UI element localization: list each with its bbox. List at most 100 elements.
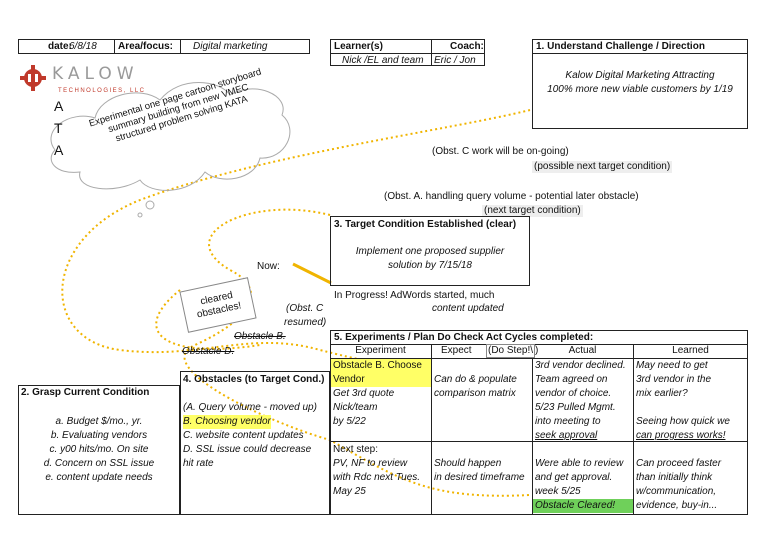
- obstacle-d-struck: Obstacle D.: [182, 346, 235, 357]
- target-title: 3. Target Condition Established (clear): [334, 219, 517, 230]
- dotted-path-cleared: [155, 289, 261, 350]
- divider: [180, 39, 181, 54]
- actual-cell: Team agreed on: [535, 374, 608, 385]
- obstacle-item-highlight: B. Choosing vendor: [183, 415, 271, 429]
- grasp-item: d. Concern on SSL issue: [43, 458, 155, 469]
- exp-cell: Obstacle B. Choose: [333, 360, 422, 371]
- exp-cell: PV, NF to review: [333, 458, 408, 469]
- expect-cell: Can do & populate: [434, 374, 517, 385]
- grasp-box: [18, 385, 180, 515]
- col-header-expect: Expect: [441, 345, 472, 356]
- expect-cell: comparison matrix: [434, 388, 516, 399]
- coach-label: Coach:: [450, 41, 484, 52]
- cloud-dot: [145, 200, 155, 210]
- logo-subtitle: TECHNOLOGIES, LLC: [58, 88, 146, 94]
- kalow-logo-icon: [18, 64, 48, 92]
- obstacles-box: [180, 371, 330, 515]
- coach-value: Eric / Jon: [434, 55, 476, 66]
- divider: [633, 344, 634, 515]
- learner-value: Nick /EL and team: [342, 55, 424, 66]
- exp-cell: May 25: [333, 486, 366, 497]
- obstacle-cleared-badge: Obstacle Cleared!: [533, 499, 633, 513]
- learned-cell: evidence, buy-in...: [636, 500, 718, 511]
- date-label: date:: [48, 41, 72, 52]
- grasp-title: 2. Grasp Current Condition: [21, 387, 150, 398]
- header-date-bar: [18, 39, 310, 54]
- challenge-line2: 100% more new viable customers by 1/19: [547, 84, 733, 95]
- cloud-dot: [137, 212, 143, 218]
- learned-cell: Seeing how quick we: [636, 416, 730, 427]
- target-line2: solution by 7/15/18: [388, 260, 472, 271]
- actual-cell: 3rd vendor declined.: [535, 360, 626, 371]
- logo-word: KALOW: [52, 64, 139, 84]
- actual-cell: Were able to review: [535, 458, 624, 469]
- obstacles-title: 4. Obstacles (to Target Cond.): [183, 374, 325, 385]
- exp-cell: by 5/22: [333, 416, 366, 427]
- now-label: Now:: [257, 261, 280, 272]
- target-box: [330, 216, 530, 286]
- now-arrow: [292, 262, 332, 285]
- actual-cell: week 5/25: [535, 486, 581, 497]
- obstacle-b-struck: Obstacle B.: [234, 331, 286, 342]
- exp-cell: Nick/team: [333, 402, 378, 413]
- challenge-line1: Kalow Digital Marketing Attracting: [565, 70, 715, 81]
- obstacle-item: hit rate: [183, 458, 214, 469]
- obst-a-note: (Obst. A. handling query volume - potent…: [384, 191, 639, 202]
- learner-label: Learner(s): [334, 41, 383, 52]
- divider: [114, 39, 115, 54]
- divider: [330, 53, 485, 54]
- grasp-item: b. Evaluating vendors: [50, 430, 148, 441]
- learner-coach-box: [330, 39, 485, 66]
- divider: [330, 358, 748, 359]
- actual-cell: seek approval: [535, 430, 598, 441]
- actual-cell: into meeting to: [535, 416, 601, 427]
- learned-cell: mix earlier?: [636, 388, 688, 399]
- cloud-shape: [50, 82, 291, 191]
- possible-next-note: (possible next target condition): [532, 161, 673, 173]
- dotted-path-target: [183, 208, 531, 497]
- grasp-item: e. content update needs: [45, 472, 153, 483]
- divider: [431, 39, 432, 66]
- actual-cell: and get approval.: [535, 472, 613, 483]
- target-line1: Implement one proposed supplier: [355, 246, 505, 257]
- area-value: Digital marketing: [193, 41, 268, 52]
- divider: [532, 344, 533, 515]
- exp-cell: Vendor: [333, 374, 365, 385]
- next-target-note: (next target condition): [482, 205, 583, 217]
- progress-note: In Progress! AdWords started, much: [334, 290, 495, 301]
- divider: [330, 344, 748, 345]
- area-label: Area/focus:: [118, 41, 174, 52]
- expect-cell: in desired timeframe: [434, 472, 525, 483]
- expect-cell: Should happen: [434, 458, 502, 469]
- grasp-item: c. y00 hits/mo. On site: [49, 444, 149, 455]
- kata-letter: A: [54, 142, 64, 158]
- learned-cell: w/communication,: [636, 486, 717, 497]
- experiment-highlight: [331, 359, 431, 387]
- experiments-title: 5. Experiments / Plan Do Check Act Cycle…: [334, 332, 594, 343]
- challenge-title: 1. Understand Challenge / Direction: [536, 41, 705, 52]
- do-step-label: (Do Step!\: [486, 344, 536, 358]
- col-header-experiment: Experiment: [355, 345, 406, 356]
- obst-c-resumed: (Obst. C: [286, 303, 324, 314]
- col-header-learned: Learned: [672, 345, 709, 356]
- learned-cell: can progress works!: [636, 430, 726, 441]
- obstacle-item: (A. Query volume - moved up): [183, 402, 317, 413]
- kata-letter: T: [54, 120, 63, 136]
- exp-cell: Get 3rd quote: [333, 388, 395, 399]
- learned-cell: Can proceed faster: [636, 458, 722, 469]
- learned-cell: than initially think: [636, 472, 713, 483]
- learned-cell: 3rd vendor in the: [636, 374, 712, 385]
- learned-cell: May need to get: [636, 360, 708, 371]
- experiments-box: [330, 330, 748, 515]
- obstacle-item: C. website content updates: [183, 430, 304, 441]
- kata-letter: A: [54, 98, 64, 114]
- grasp-item: a. Budget $/mo., yr.: [55, 416, 143, 427]
- challenge-box: [532, 39, 748, 129]
- divider: [330, 441, 748, 442]
- obst-c-resumed-2: resumed): [284, 317, 327, 328]
- exp-cell: with Rdc next Tues.: [333, 472, 421, 483]
- col-header-actual: Actual: [568, 345, 597, 356]
- obst-c-note: (Obst. C work will be on-going): [432, 146, 569, 157]
- col-header-paren: ): [535, 345, 539, 356]
